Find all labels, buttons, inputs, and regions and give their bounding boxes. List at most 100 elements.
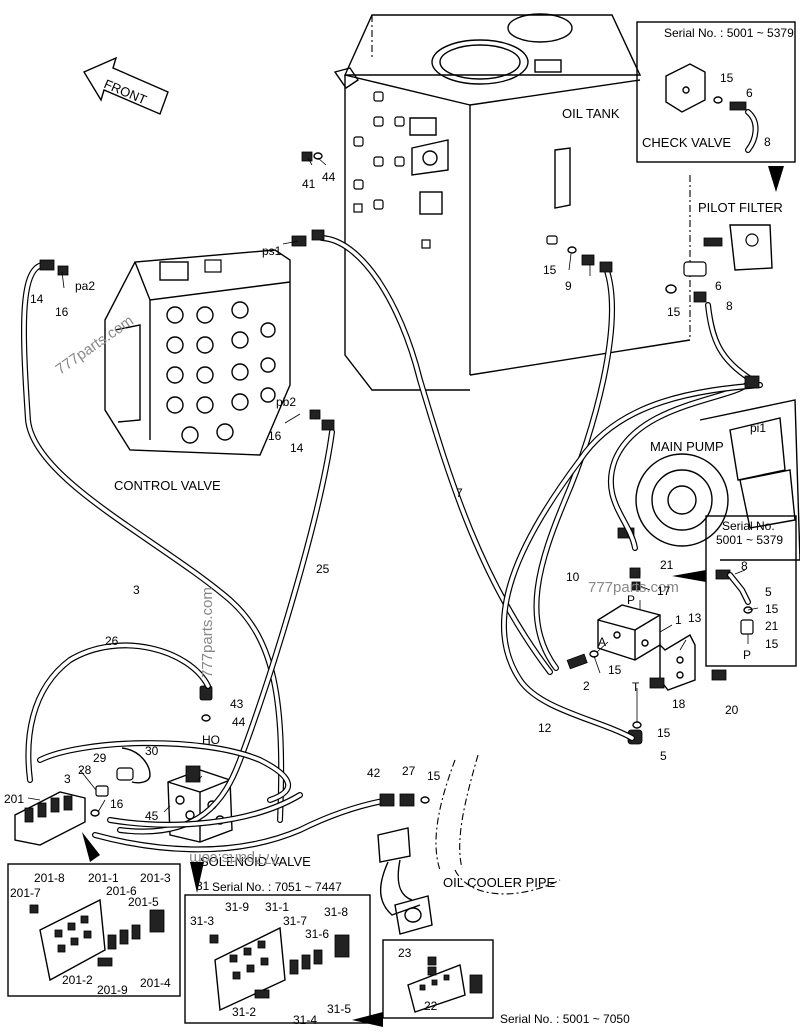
part-14: 14 (30, 292, 44, 306)
part-25: 25 (316, 562, 330, 576)
solenoid-valve (90, 685, 233, 843)
part-31-1: 31-1 (265, 900, 289, 914)
part-42: 42 (367, 766, 381, 780)
part-31: 31 (196, 879, 210, 893)
serial-solenoid: Serial No. : 7051 ~ 7447 (212, 880, 342, 894)
watermarks: 777parts.com 777parts.com 777parts.com 7… (53, 312, 679, 867)
part-21: 21 (660, 558, 674, 572)
part-31-4: 31-4 (293, 1013, 317, 1027)
part-45: 45 (145, 809, 159, 823)
part-201-2: 201-2 (62, 973, 93, 987)
part-8: 8 (764, 135, 771, 149)
part-15: 15 (608, 663, 622, 677)
inset-201 (7, 863, 181, 997)
control-valve (104, 249, 291, 456)
part-30: 30 (145, 744, 159, 758)
oil-cooler-pipe-label: OIL COOLER PIPE (443, 875, 556, 890)
part-8: 8 (741, 559, 748, 573)
part-201-5: 201-5 (128, 895, 159, 909)
part-1: 1 (675, 613, 682, 627)
watermark-1: 777parts.com (53, 312, 137, 378)
serial-check-valve: Serial No. : 5001 ~ 5379 (664, 26, 794, 40)
watermark-4: 777parts.com (189, 850, 280, 867)
main-pump (617, 399, 800, 561)
part-31-8: 31-8 (324, 905, 348, 919)
part-201-4: 201-4 (140, 976, 171, 990)
oil-cooler-pipe (377, 754, 561, 935)
port-p-inset: P (743, 648, 751, 662)
part-6: 6 (746, 86, 753, 100)
part-2: 2 (583, 679, 590, 693)
part-28: 28 (78, 763, 92, 777)
part-number-labels: 41 44 14 16 16 14 15 9 15 8 6 15 6 8 7 3… (4, 71, 779, 1027)
part-7: 7 (456, 486, 463, 500)
part-13: 13 (688, 611, 702, 625)
part-26: 26 (105, 634, 119, 648)
port-p-top: P (627, 593, 635, 607)
component-labels: OIL TANK CHECK VALVE PILOT FILTER MAIN P… (114, 106, 783, 890)
part-21: 21 (765, 619, 779, 633)
serial-pump-2: 5001 ~ 5379 (716, 533, 783, 547)
part-5: 5 (660, 749, 667, 763)
part-15: 15 (765, 602, 779, 616)
port-pi1: pi1 (750, 421, 766, 435)
main-pump-label: MAIN PUMP (650, 439, 724, 454)
part-31-9: 31-9 (225, 900, 249, 914)
inset-22 (352, 939, 494, 1027)
serial-labels: Serial No. : 5001 ~ 5379 Serial No. 5001… (212, 26, 794, 1026)
front-arrow: FRONT (82, 56, 169, 115)
pump-serial-inset (672, 515, 797, 667)
port-ps1: ps1 (262, 244, 282, 258)
oil-tank-label: OIL TANK (562, 106, 620, 121)
part-15: 15 (720, 71, 734, 85)
part-17: 17 (657, 584, 671, 598)
part-201-6: 201-6 (106, 884, 137, 898)
pilot-filter (665, 224, 773, 303)
part-15: 15 (657, 726, 671, 740)
inset-31 (184, 862, 371, 1024)
part-12: 12 (538, 721, 552, 735)
part-31-6: 31-6 (305, 927, 329, 941)
part-41: 41 (302, 177, 316, 191)
part-15: 15 (765, 637, 779, 651)
solenoid-valve-label: SOLENOID VALVE (200, 854, 311, 869)
leader-lines (27, 157, 759, 813)
part-15: 15 (543, 263, 557, 277)
control-valve-label: CONTROL VALVE (114, 478, 221, 493)
part-3: 3 (64, 772, 71, 786)
part-201-7: 201-7 (10, 886, 41, 900)
serial-bottom: Serial No. : 5001 ~ 7050 (500, 1012, 630, 1026)
part-15: 15 (667, 305, 681, 319)
part-15: 15 (427, 769, 441, 783)
part-10: 10 (566, 570, 580, 584)
part-22: 22 (424, 999, 438, 1013)
part-16: 16 (55, 305, 69, 319)
fittings (39, 151, 760, 807)
part-201-9: 201-9 (97, 983, 128, 997)
part-18: 18 (672, 697, 686, 711)
part-8: 8 (726, 299, 733, 313)
check-valve-label: CHECK VALVE (642, 135, 731, 150)
part-201-3: 201-3 (140, 871, 171, 885)
part-201-8: 201-8 (34, 871, 65, 885)
part-16: 16 (110, 797, 124, 811)
watermark-2: 777parts.com (588, 579, 679, 596)
part-44: 44 (322, 170, 336, 184)
part-31-2: 31-2 (232, 1005, 256, 1019)
pilot-filter-label: PILOT FILTER (698, 200, 783, 215)
part-6: 6 (715, 279, 722, 293)
part-3: 3 (133, 583, 140, 597)
part-14: 14 (290, 441, 304, 455)
part-5: 5 (765, 585, 772, 599)
part-20: 20 (725, 703, 739, 717)
part-44: 44 (232, 715, 246, 729)
port-pa2: pa2 (75, 279, 95, 293)
part-9: 9 (565, 279, 572, 293)
port-t: T (632, 680, 640, 694)
part-29: 29 (93, 751, 107, 765)
part-16: 16 (268, 429, 282, 443)
part-201: 201 (4, 792, 24, 806)
serial-pump-1: Serial No. (722, 519, 775, 533)
part-27: 27 (402, 764, 416, 778)
